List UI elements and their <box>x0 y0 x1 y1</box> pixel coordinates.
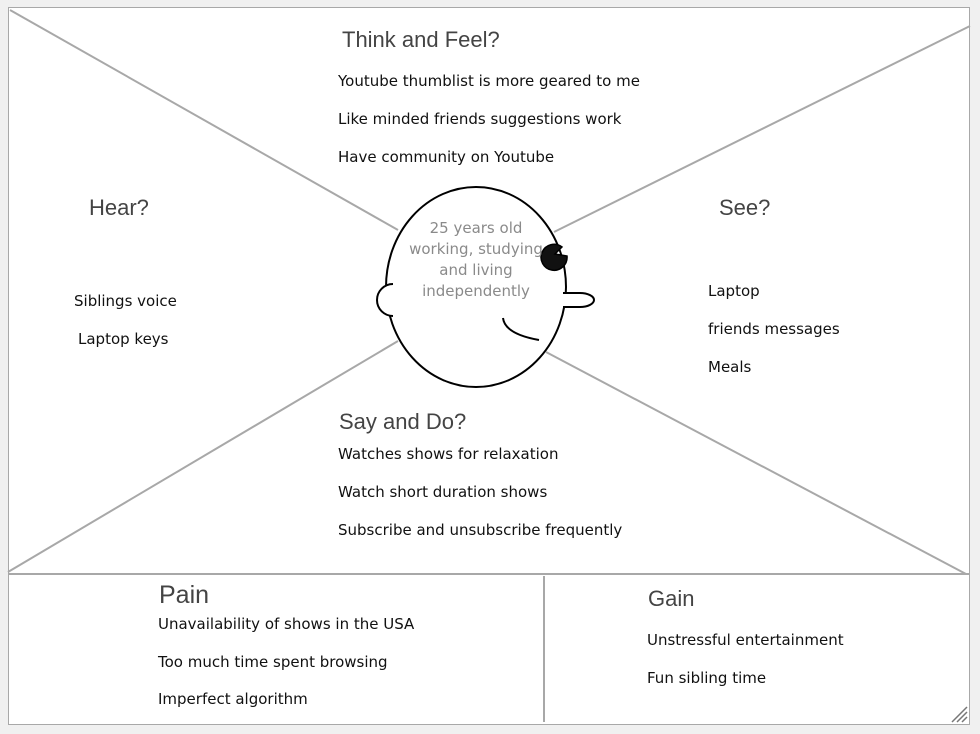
see-heading: See? <box>719 195 771 220</box>
gain-item: Unstressful entertainment <box>647 631 844 649</box>
diagonal-bottom-right <box>545 351 967 575</box>
hear-heading: Hear? <box>89 195 149 220</box>
see-item: Meals <box>708 358 752 376</box>
say-do-item: Watch short duration shows <box>338 483 548 501</box>
say-do-item: Subscribe and unsubscribe frequently <box>338 521 623 539</box>
see-item: friends messages <box>708 320 840 338</box>
gain-item: Fun sibling time <box>647 669 767 687</box>
say-do-heading: Say and Do? <box>339 409 467 434</box>
hear-item: Laptop keys <box>78 330 169 348</box>
pain-item: Too much time spent browsing <box>158 653 388 671</box>
resize-handle-icon[interactable] <box>951 706 968 723</box>
persona-line: working, studying <box>409 240 543 258</box>
diagonal-top-left <box>9 9 399 231</box>
pain-item: Unavailability of shows in the USA <box>158 615 415 633</box>
think-feel-heading: Think and Feel? <box>342 27 500 52</box>
gain-heading: Gain <box>648 586 695 611</box>
diagonal-top-right <box>553 25 971 233</box>
think-feel-item: Have community on Youtube <box>338 148 555 166</box>
eye-icon <box>540 243 568 272</box>
say-do-item: Watches shows for relaxation <box>338 445 559 463</box>
think-feel-item: Youtube thumblist is more geared to me <box>338 72 640 90</box>
pain-item: Imperfect algorithm <box>158 690 308 708</box>
persona-description: 25 years old working, studying and livin… <box>398 218 554 302</box>
think-feel-item: Like minded friends suggestions work <box>338 110 622 128</box>
persona-line: and living <box>439 261 513 279</box>
ear-right-ring <box>563 292 595 308</box>
pain-heading: Pain <box>159 581 210 609</box>
persona-head <box>376 186 595 388</box>
persona-line: independently <box>422 282 530 300</box>
see-item: Laptop <box>708 282 760 300</box>
diagonal-bottom-left <box>7 340 399 573</box>
hear-item: Siblings voice <box>74 292 177 310</box>
persona-line: 25 years old <box>429 219 523 237</box>
ear-left <box>376 283 394 317</box>
mouth <box>502 317 540 341</box>
